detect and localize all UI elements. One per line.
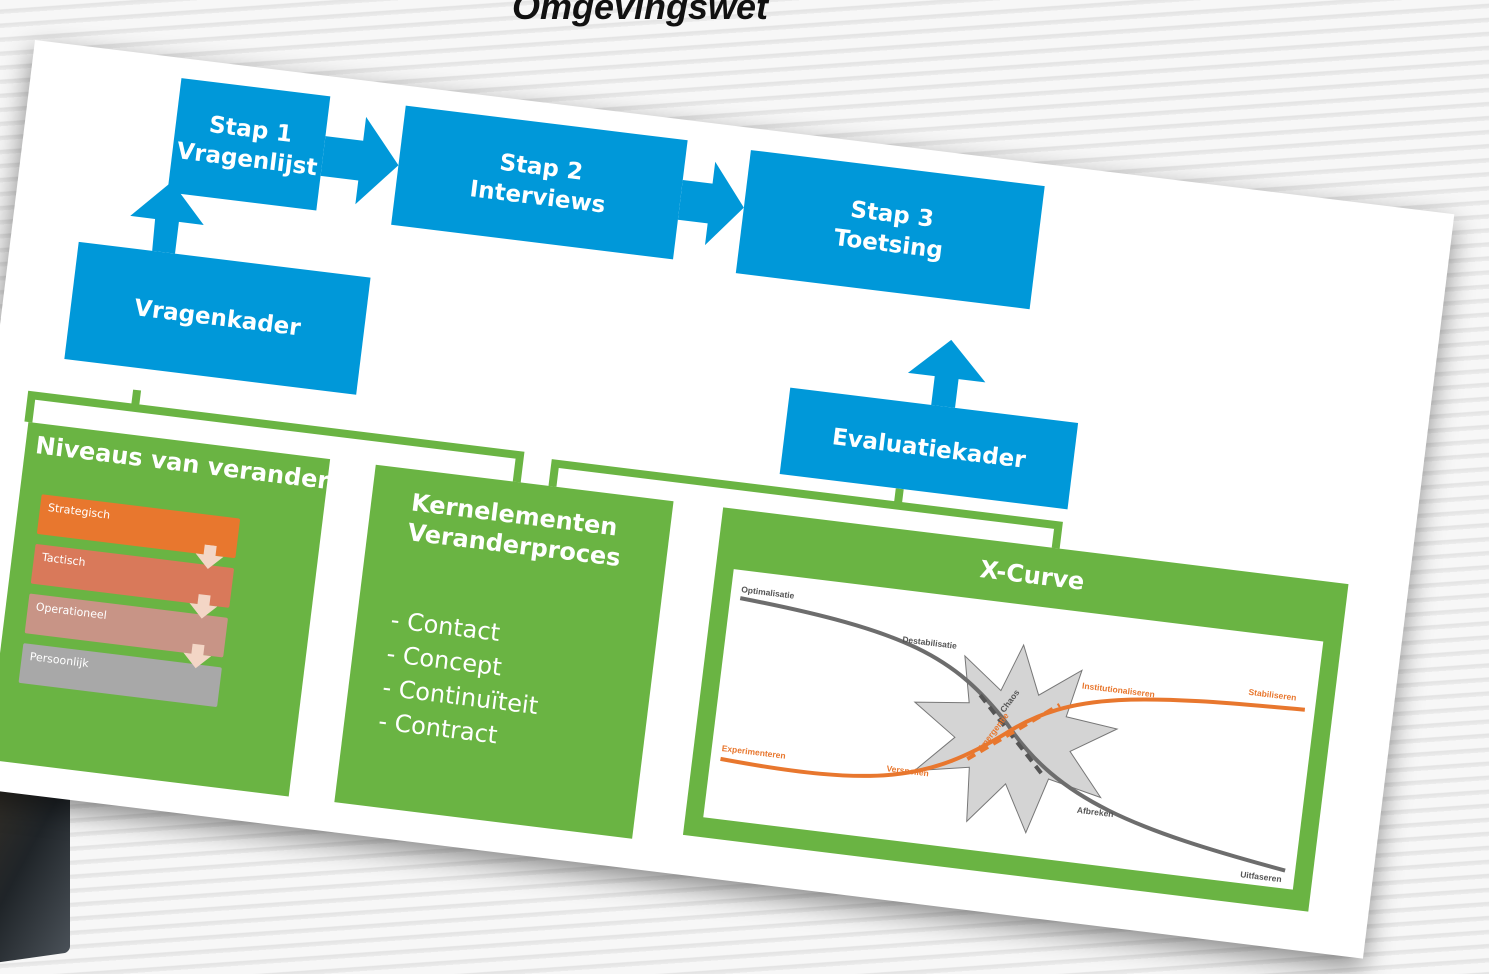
arrow-evaluatiekader-to-step3: [907, 339, 986, 408]
label-experimenteren: Experimenteren: [721, 743, 786, 761]
label-afbreken: Afbreken: [1076, 805, 1114, 819]
page-title: Omgevingswet: [511, 0, 769, 27]
arrow-vragenkader-to-step1: [130, 181, 204, 254]
connectors: [24, 116, 1063, 549]
down-arrow-icon: [195, 544, 224, 570]
bracket-vragenkader: [24, 389, 525, 483]
label-uitfaseren: Uitfaseren: [1240, 869, 1282, 884]
kernelementen-list: - Contact - Concept - Continuïteit - Con…: [377, 603, 549, 757]
down-arrow-icon: [183, 643, 212, 669]
kernelementen-panel: Kernelementen Veranderproces - Contact -…: [334, 464, 674, 839]
down-arrow-icon: [189, 594, 218, 619]
step-1-box: Stap 1 Vragenlijst: [167, 78, 331, 211]
arrow-step1-to-step2: [320, 116, 399, 205]
orange-curve-dashed: [966, 703, 1061, 761]
xcurve-panel: X-Curve Optimalisatie Destabilisatie Cha…: [682, 507, 1349, 912]
orange-curve: [720, 697, 1306, 778]
label-destabilisatie: Destabilisatie: [902, 634, 958, 651]
xcurve-chart: Optimalisatie Destabilisatie Chaos Afbre…: [703, 569, 1324, 890]
gray-curve: [739, 596, 1286, 873]
label-stabiliseren: Stabiliseren: [1248, 687, 1297, 703]
level-down-arrows: [183, 544, 224, 669]
bracket-evaluatiekader: [548, 459, 1063, 549]
xcurve-drawing: Optimalisatie Destabilisatie Chaos Afbre…: [720, 584, 1306, 884]
niveaus-panel: Niveaus van verandering Strategisch Tact…: [0, 422, 373, 797]
kernelementen-title: Kernelementen Veranderproces: [406, 487, 626, 573]
label-versnellen: Versnellen: [886, 763, 929, 778]
diagram-sheet: Stap 1 Vragenlijst Stap 2 Interviews Sta…: [0, 40, 1455, 959]
evaluatiekader-label: Evaluatiekader: [830, 423, 1028, 474]
label-institutionaliseren: Institutionaliseren: [1082, 680, 1156, 699]
vragenkader-label: Vragenkader: [132, 295, 303, 342]
arrow-step2-to-step3: [677, 161, 744, 246]
